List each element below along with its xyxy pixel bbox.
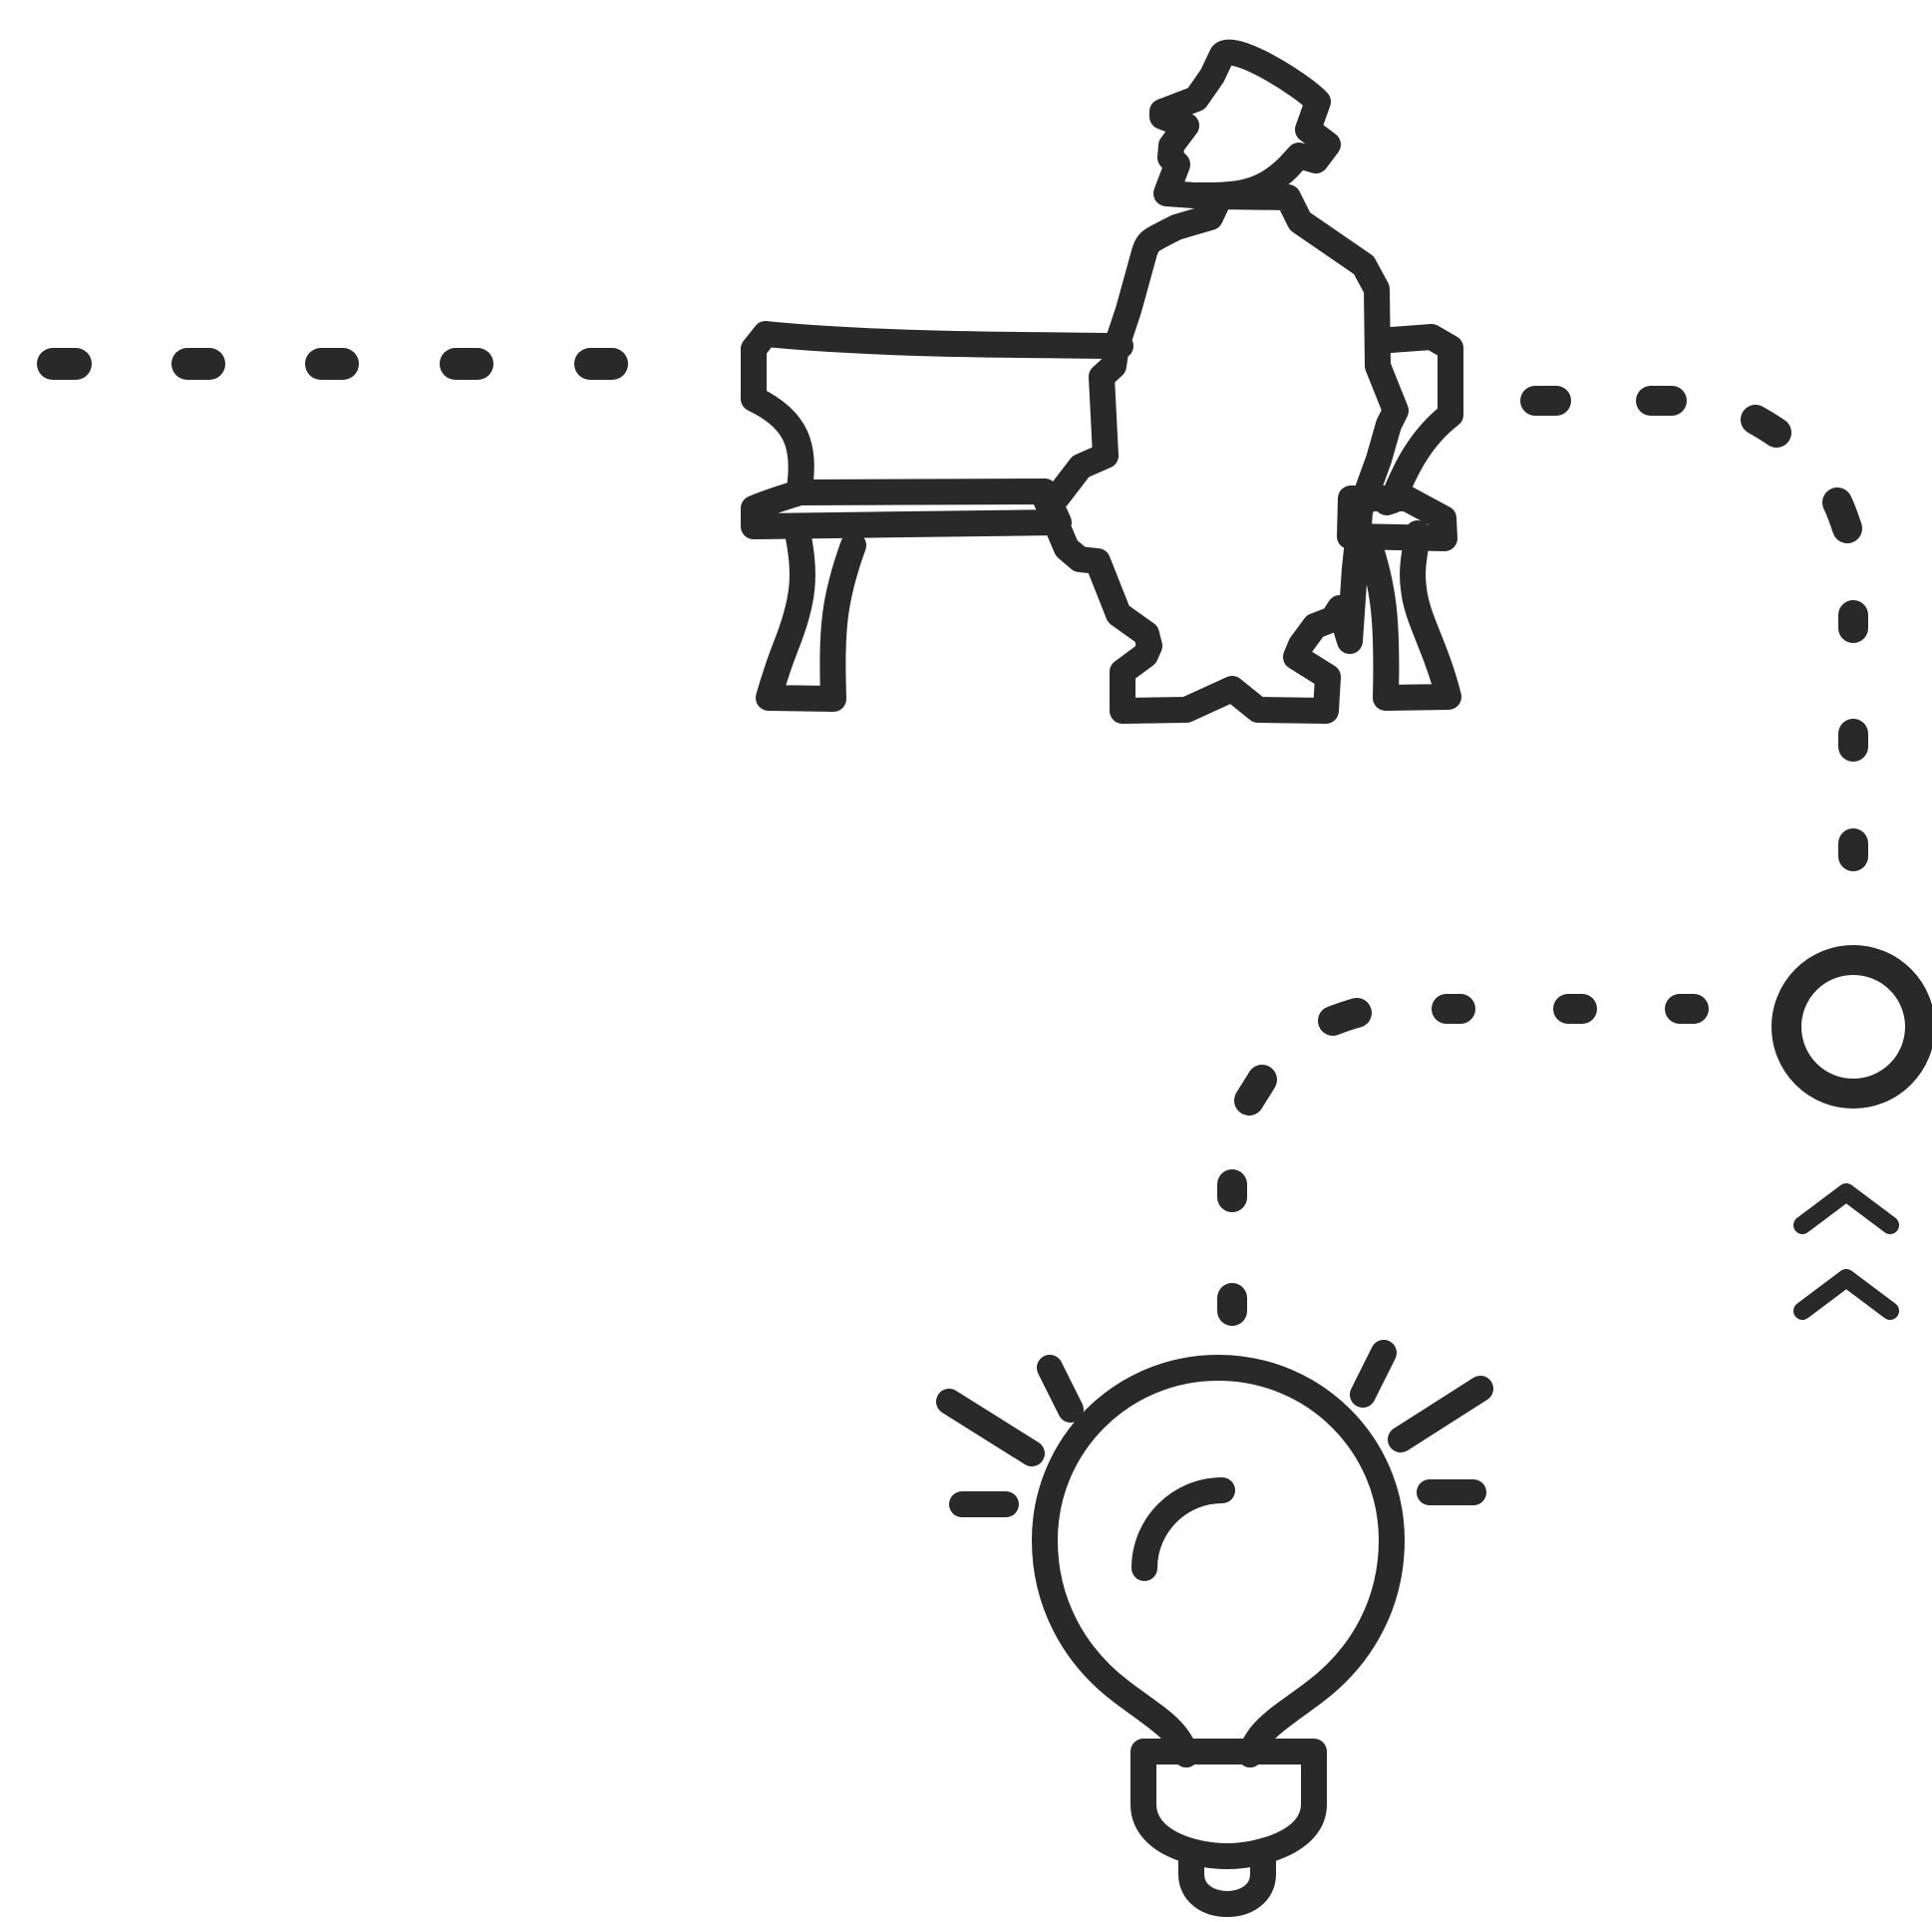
right-dashed-path — [1520, 386, 1868, 871]
lower-dashed-path — [1217, 994, 1709, 1326]
person-at-desk-icon — [741, 39, 1463, 724]
end-circle-icon — [1771, 945, 1932, 1109]
double-chevron-up-icon[interactable] — [1793, 1183, 1899, 1320]
idea-lightbulb-icon — [936, 1340, 1493, 1917]
